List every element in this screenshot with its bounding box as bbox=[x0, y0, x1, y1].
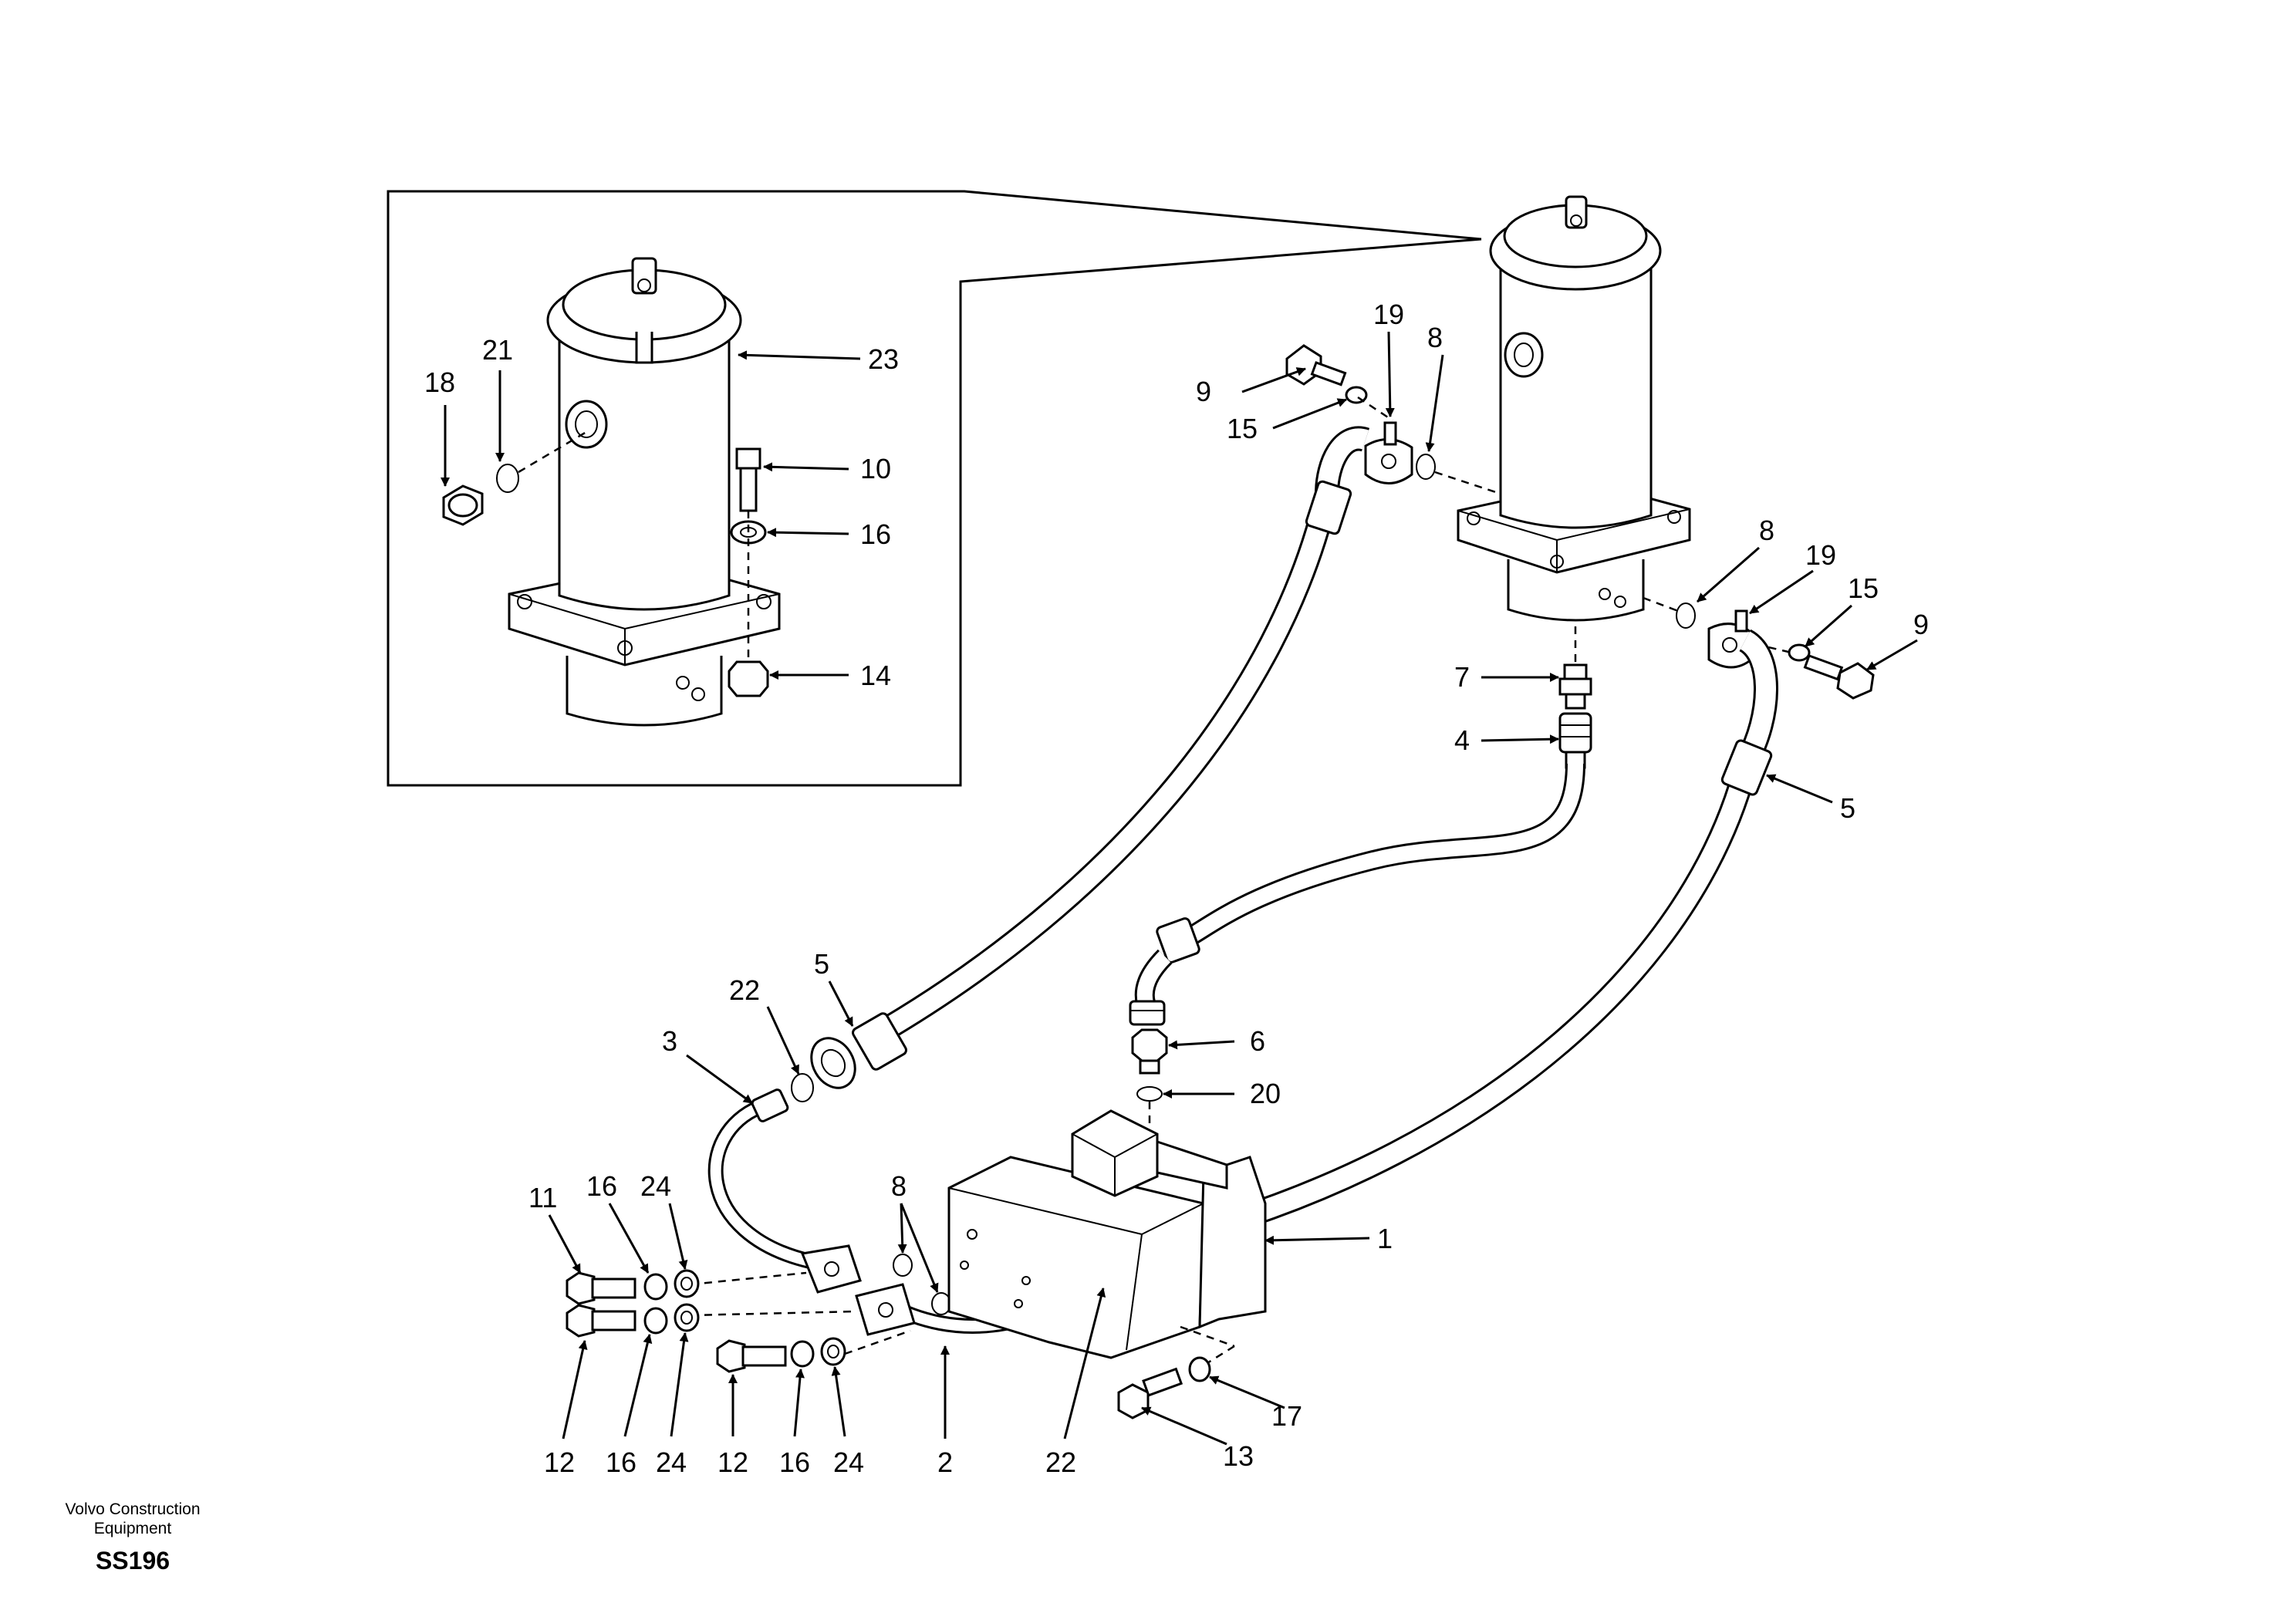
flange-19-top bbox=[1364, 421, 1413, 484]
oring-8-pump-a bbox=[893, 1254, 913, 1277]
flange-lower-pump bbox=[855, 1283, 916, 1336]
bolt-11 bbox=[566, 1271, 636, 1305]
oring-20 bbox=[1136, 1086, 1163, 1102]
label-20: 20 bbox=[1250, 1078, 1281, 1109]
label-16-b: 16 bbox=[606, 1446, 636, 1478]
label-7: 7 bbox=[1454, 661, 1470, 693]
bolt-12-a bbox=[566, 1304, 636, 1338]
part-number-labels: 18 21 23 10 16 14 9 15 19 8 8 19 15 9 7 … bbox=[424, 299, 1929, 1478]
label-right-5: 5 bbox=[1840, 792, 1855, 824]
label-17: 17 bbox=[1271, 1400, 1302, 1432]
label-inset-16: 16 bbox=[860, 518, 891, 550]
label-12-b: 12 bbox=[718, 1446, 748, 1478]
label-right-15: 15 bbox=[1848, 572, 1879, 604]
hose-5-right bbox=[1119, 629, 1778, 1274]
label-inset-23: 23 bbox=[868, 343, 899, 375]
bolt-9-top bbox=[1285, 344, 1347, 386]
pump-body bbox=[947, 1109, 1267, 1359]
washer-24-b bbox=[674, 1303, 700, 1332]
inset-nut-14 bbox=[728, 660, 769, 697]
hose-4 bbox=[1129, 763, 1585, 1026]
label-16-c: 16 bbox=[779, 1446, 810, 1478]
label-22-low: 22 bbox=[1045, 1446, 1076, 1478]
label-top-9: 9 bbox=[1196, 376, 1211, 407]
fitting-7 bbox=[1558, 663, 1592, 710]
label-1: 1 bbox=[1377, 1223, 1393, 1254]
label-inset-18: 18 bbox=[424, 366, 455, 398]
brand-line-1: Volvo Construction bbox=[65, 1500, 200, 1518]
adapter-6 bbox=[1131, 1028, 1168, 1075]
washer-17 bbox=[1188, 1356, 1211, 1382]
main-filter-housing bbox=[1457, 195, 1691, 622]
inset-filter-housing bbox=[508, 257, 781, 727]
inset-detail-frame bbox=[387, 190, 1482, 787]
inset-plug-18 bbox=[442, 484, 484, 526]
label-13: 13 bbox=[1223, 1440, 1254, 1472]
label-inset-21: 21 bbox=[482, 334, 513, 366]
washer-16-b bbox=[643, 1307, 668, 1335]
hose-end-4 bbox=[1558, 712, 1592, 769]
washer-24-a bbox=[674, 1269, 700, 1298]
footer-block: Volvo Construction Equipment SS196 bbox=[65, 1500, 200, 1574]
label-right-9: 9 bbox=[1913, 609, 1929, 640]
label-12-a: 12 bbox=[544, 1446, 575, 1478]
label-11: 11 bbox=[528, 1182, 557, 1213]
label-2: 2 bbox=[937, 1446, 953, 1478]
bolt-13 bbox=[1117, 1367, 1183, 1419]
label-3: 3 bbox=[662, 1025, 677, 1057]
bolt-9-right bbox=[1803, 654, 1875, 700]
label-22-top: 22 bbox=[729, 974, 760, 1006]
bolt-12-b bbox=[716, 1339, 787, 1373]
tube-3 bbox=[707, 1088, 812, 1269]
oring-8-top bbox=[1416, 454, 1436, 480]
washer-16-c bbox=[790, 1340, 815, 1368]
label-24-b: 24 bbox=[656, 1446, 687, 1478]
oring-22-top bbox=[791, 1073, 814, 1102]
leader-arrows bbox=[548, 331, 1918, 1446]
hose-5-left bbox=[810, 426, 1370, 1089]
flange-19-right bbox=[1707, 609, 1753, 669]
label-inset-10: 10 bbox=[860, 453, 891, 484]
inset-bolt-10 bbox=[735, 447, 761, 512]
label-24-c: 24 bbox=[833, 1446, 864, 1478]
label-16-a: 16 bbox=[586, 1170, 617, 1202]
label-top-8: 8 bbox=[1427, 322, 1443, 353]
label-8-low: 8 bbox=[891, 1170, 907, 1202]
oring-8-pump-b bbox=[931, 1292, 951, 1315]
label-mid-5: 5 bbox=[814, 948, 829, 980]
inset-oring-21 bbox=[496, 464, 519, 493]
oring-8-right bbox=[1676, 602, 1696, 629]
washer-16-a bbox=[643, 1273, 668, 1301]
brand-line-2: Equipment bbox=[94, 1520, 172, 1537]
flange-upper-pump bbox=[800, 1244, 862, 1294]
washer-15-right bbox=[1788, 643, 1811, 662]
label-inset-14: 14 bbox=[860, 660, 891, 691]
label-6: 6 bbox=[1250, 1025, 1265, 1057]
washer-24-c bbox=[820, 1337, 846, 1366]
label-right-8: 8 bbox=[1759, 515, 1774, 546]
diagram-code: SS196 bbox=[96, 1547, 170, 1574]
label-right-19: 19 bbox=[1805, 539, 1836, 571]
label-top-19: 19 bbox=[1373, 299, 1404, 330]
label-24-a: 24 bbox=[640, 1170, 671, 1202]
label-4: 4 bbox=[1454, 724, 1470, 756]
label-top-15: 15 bbox=[1227, 413, 1258, 444]
